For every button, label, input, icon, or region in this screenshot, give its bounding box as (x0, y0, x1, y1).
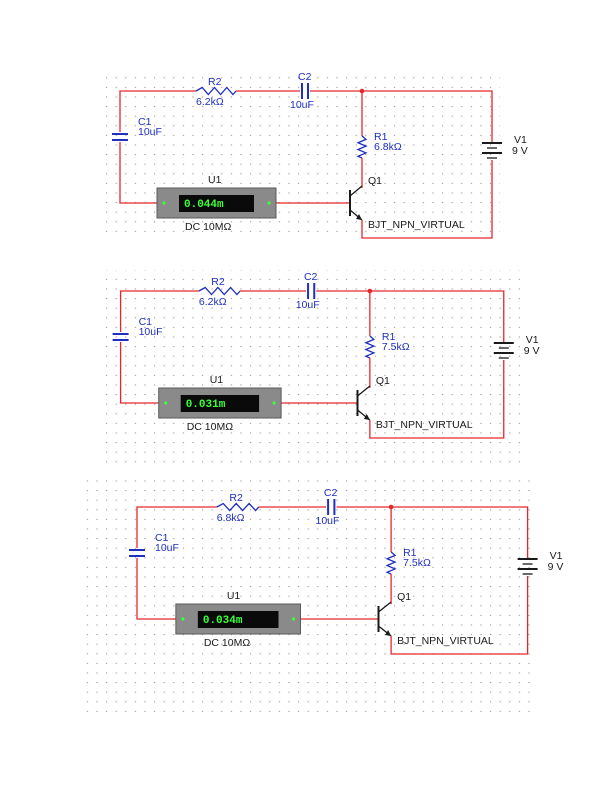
u1-name: U1 (210, 374, 224, 386)
r1-value: 7.5kΩ (403, 557, 431, 569)
r1-value: 6.8kΩ (374, 141, 402, 153)
v1-value: 9 V (512, 145, 528, 157)
q1-name: Q1 (376, 375, 390, 387)
q1-emitter-arrow (356, 214, 362, 220)
r1-resistor-symbol (385, 551, 397, 575)
v1-value: 9 V (524, 345, 540, 357)
wire (369, 360, 505, 439)
c1-value: 10uF (138, 126, 162, 138)
c2-name: C2 (304, 271, 318, 283)
u1-name: U1 (208, 174, 222, 186)
q1-model: BJT_NPN_VIRTUAL (397, 635, 494, 647)
v1-value: 9 V (548, 561, 564, 573)
q1-emitter-arrow (385, 630, 392, 636)
u1-mode: DC 10MΩ (204, 637, 251, 649)
c2-name: C2 (324, 487, 338, 499)
u1-multimeter-body[interactable] (158, 387, 282, 419)
wire (119, 90, 196, 132)
r2-resistor-symbol (195, 86, 237, 96)
u1-multimeter-display (179, 195, 254, 212)
wire (310, 90, 493, 142)
u1-multimeter-display (197, 611, 279, 628)
u1-reading: 0.044m (184, 199, 224, 211)
c1-value: 10uF (155, 542, 179, 554)
r1-resistor-symbol (364, 335, 376, 359)
c2-value: 10uF (296, 299, 320, 311)
u1-terminal-led (181, 617, 185, 621)
r2-value: 6.8kΩ (217, 512, 245, 524)
v1-name: V1 (526, 334, 539, 346)
r1-name: R1 (403, 547, 417, 559)
wire (361, 160, 493, 239)
r2-name: R2 (211, 276, 225, 288)
c1-name: C1 (155, 532, 169, 544)
c1-value: 10uF (139, 326, 163, 338)
u1-mode: DC 10MΩ (185, 221, 232, 233)
q1-name: Q1 (368, 175, 382, 187)
wire (136, 506, 217, 548)
r1-name: R1 (382, 331, 396, 343)
wire (119, 142, 160, 204)
q1-model: BJT_NPN_VIRTUAL (368, 219, 465, 231)
wire (119, 342, 162, 404)
q1-name: Q1 (397, 591, 411, 603)
r2-resistor-symbol (198, 286, 241, 296)
grid-background (100, 270, 520, 465)
r2-name: R2 (229, 492, 243, 504)
v1-name: V1 (550, 550, 563, 562)
wire (119, 290, 199, 332)
u1-reading: 0.031m (186, 399, 226, 411)
v1-name: V1 (514, 134, 527, 146)
u1-reading: 0.034m (203, 615, 243, 627)
wire (336, 506, 529, 558)
c1-name: C1 (139, 316, 153, 328)
wire (390, 576, 529, 655)
u1-terminal-led (291, 617, 296, 621)
c2-value: 10uF (290, 99, 314, 111)
c2-name: C2 (298, 71, 312, 83)
u1-terminal-led (272, 401, 276, 405)
r1-name: R1 (374, 131, 388, 143)
u1-name: U1 (227, 590, 241, 602)
r1-resistor-symbol (356, 135, 368, 159)
r2-resistor-symbol (216, 502, 260, 512)
c1-name: C1 (138, 116, 152, 128)
wire (316, 290, 505, 342)
u1-terminal-led (267, 201, 271, 205)
u1-terminal-led (164, 401, 168, 405)
r2-name: R2 (208, 76, 222, 88)
r1-value: 7.5kΩ (382, 341, 410, 353)
u1-terminal-led (162, 201, 166, 205)
wire (136, 558, 179, 620)
u1-mode: DC 10MΩ (187, 421, 234, 433)
c2-value: 10uF (316, 515, 340, 527)
u1-multimeter-display (180, 395, 260, 412)
q1-collector (357, 385, 371, 397)
q1-model: BJT_NPN_VIRTUAL (376, 419, 473, 431)
grid-background (84, 478, 534, 713)
r2-value: 6.2kΩ (196, 96, 224, 108)
q1-collector (378, 601, 392, 613)
q1-emitter-arrow (363, 414, 370, 420)
r2-value: 6.2kΩ (199, 296, 227, 308)
q1-collector (349, 185, 363, 197)
